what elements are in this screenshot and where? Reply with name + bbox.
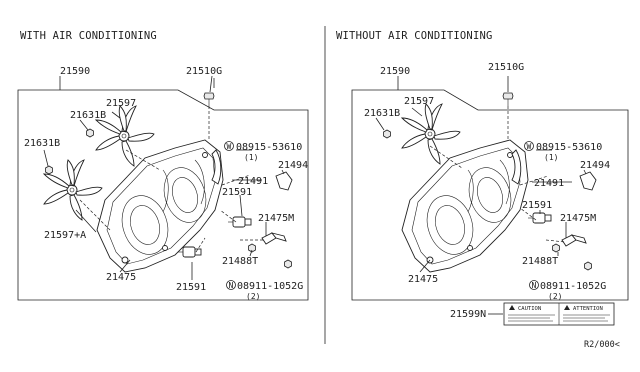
right-label-21599n: 21599N [450,309,486,320]
caution-label-text: CAUTION [518,306,541,312]
left-nut-21631b-b [45,165,53,175]
right-label-21475m: 21475M [560,213,596,224]
right-label-21494: 21494 [580,160,610,171]
right-panel: WITHOUT AIR CONDITIONING 21590 21510G 21… [336,30,629,326]
right-clip-21494 [579,171,597,191]
right-label-21491: 21491 [534,178,564,189]
left-bolt-21510g [203,92,215,107]
left-label-21597: 21597 [106,98,136,109]
left-heading: WITH AIR CONDITIONING [20,30,157,42]
left-label-08915-qty: (1) [244,153,258,162]
right-washer-21488t [552,243,560,253]
left-label-21591-b: 21591 [176,282,206,293]
left-callout-08915: W 08915-53610 (1) [224,141,302,162]
right-nut-08911 [584,261,592,271]
left-label-21510g: 21510G [186,66,222,77]
left-label-21491: 21491 [238,176,268,187]
right-fan-blade [401,103,461,165]
left-label-08911-qty: (2) [246,292,260,301]
left-clip-21494 [275,171,293,191]
left-label-08915: 08915-53610 [236,142,302,153]
left-label-21488t: 21488T [222,256,258,267]
svg-text:W: W [227,142,232,151]
left-label-21590: 21590 [60,66,90,77]
right-assembly-outline [351,89,629,301]
right-label-08915-qty: (1) [544,153,558,162]
left-label-21597a: 21597+A [44,230,86,241]
right-bolt-21510g [502,92,514,107]
right-fan-shroud [401,139,529,273]
right-label-21488t: 21488T [522,256,558,267]
svg-text:W: W [527,142,532,151]
left-nut-21631b-a [86,128,94,138]
right-motor-21591 [527,212,552,224]
svg-text:N: N [532,281,537,290]
left-nut-08911 [284,259,292,269]
right-label-21475: 21475 [408,274,438,285]
right-label-08911-qty: (2) [548,292,562,301]
right-heading: WITHOUT AIR CONDITIONING [336,30,493,42]
right-nut-21631b [383,129,391,139]
left-assembly-outline [17,89,309,301]
right-label-21597: 21597 [404,96,434,107]
caution-label-sticker: CAUTION ATTENTION [503,302,615,326]
right-label-21510g: 21510G [488,62,524,73]
svg-text:N: N [229,281,234,290]
right-callout-08911: N 08911-1052G (2) [529,280,606,301]
left-label-21591-a: 21591 [222,187,252,198]
caution-label-warn-text: ATTENTION [573,306,603,312]
left-callout-08911: N 08911-1052G (2) [226,280,303,301]
right-label-08911: 08911-1052G [540,281,606,292]
right-label-08915: 08915-53610 [536,142,602,153]
left-fan-shroud [96,139,224,273]
left-panel: WITH AIR CONDITIONING [17,30,309,301]
left-label-21475m: 21475M [258,213,294,224]
right-callout-08915: W 08915-53610 (1) [524,141,602,162]
left-label-21494: 21494 [278,160,308,171]
left-label-08911: 08911-1052G [237,281,303,292]
right-label-21590: 21590 [380,66,410,77]
right-label-21631b: 21631B [364,108,400,119]
right-label-21591: 21591 [522,200,552,211]
left-label-21631b-a: 21631B [70,110,106,121]
left-label-21475: 21475 [106,272,136,283]
footer-code: R2/000< [584,340,620,350]
left-label-21631b-b: 21631B [24,138,60,149]
